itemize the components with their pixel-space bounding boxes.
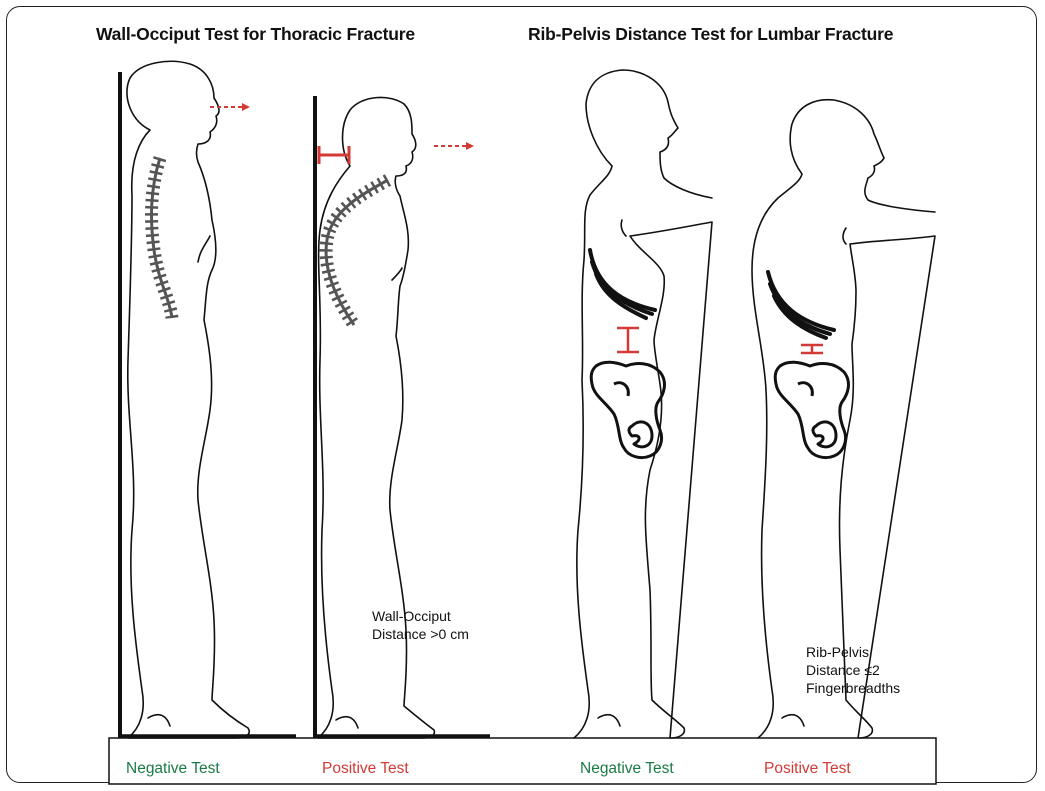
wall-occiput-label-line2: Distance >0 cm: [372, 626, 469, 643]
rib-pelvis-label-line3: Fingerbreadths: [806, 680, 900, 697]
figure-arms-forward-negative: [574, 70, 712, 738]
figure-upright-negative: [127, 61, 249, 738]
spine-upright: [152, 158, 172, 318]
rib-pelvis-gap-marker-positive: [801, 345, 823, 353]
ribs-positive: [768, 272, 834, 338]
wall-occiput-label-line1: Wall-Occiput: [372, 608, 451, 625]
result-figure-2: Positive Test: [322, 760, 409, 778]
pelvis-negative: [591, 362, 664, 457]
figure-arms-forward-positive: [752, 100, 935, 738]
ribs-negative: [590, 250, 655, 318]
rib-pelvis-label-line2: Distance ≤2: [806, 662, 880, 679]
result-figure-1: Negative Test: [126, 760, 220, 778]
wall-occiput-gap-marker: [319, 146, 349, 164]
result-figure-3: Negative Test: [580, 760, 674, 778]
pelvis-positive: [775, 362, 848, 457]
result-figure-4: Positive Test: [764, 760, 851, 778]
rib-pelvis-gap-marker-negative: [617, 328, 639, 352]
spine-kyphotic: [326, 180, 388, 325]
rib-pelvis-label-line1: Rib-Pelvis: [806, 644, 869, 661]
